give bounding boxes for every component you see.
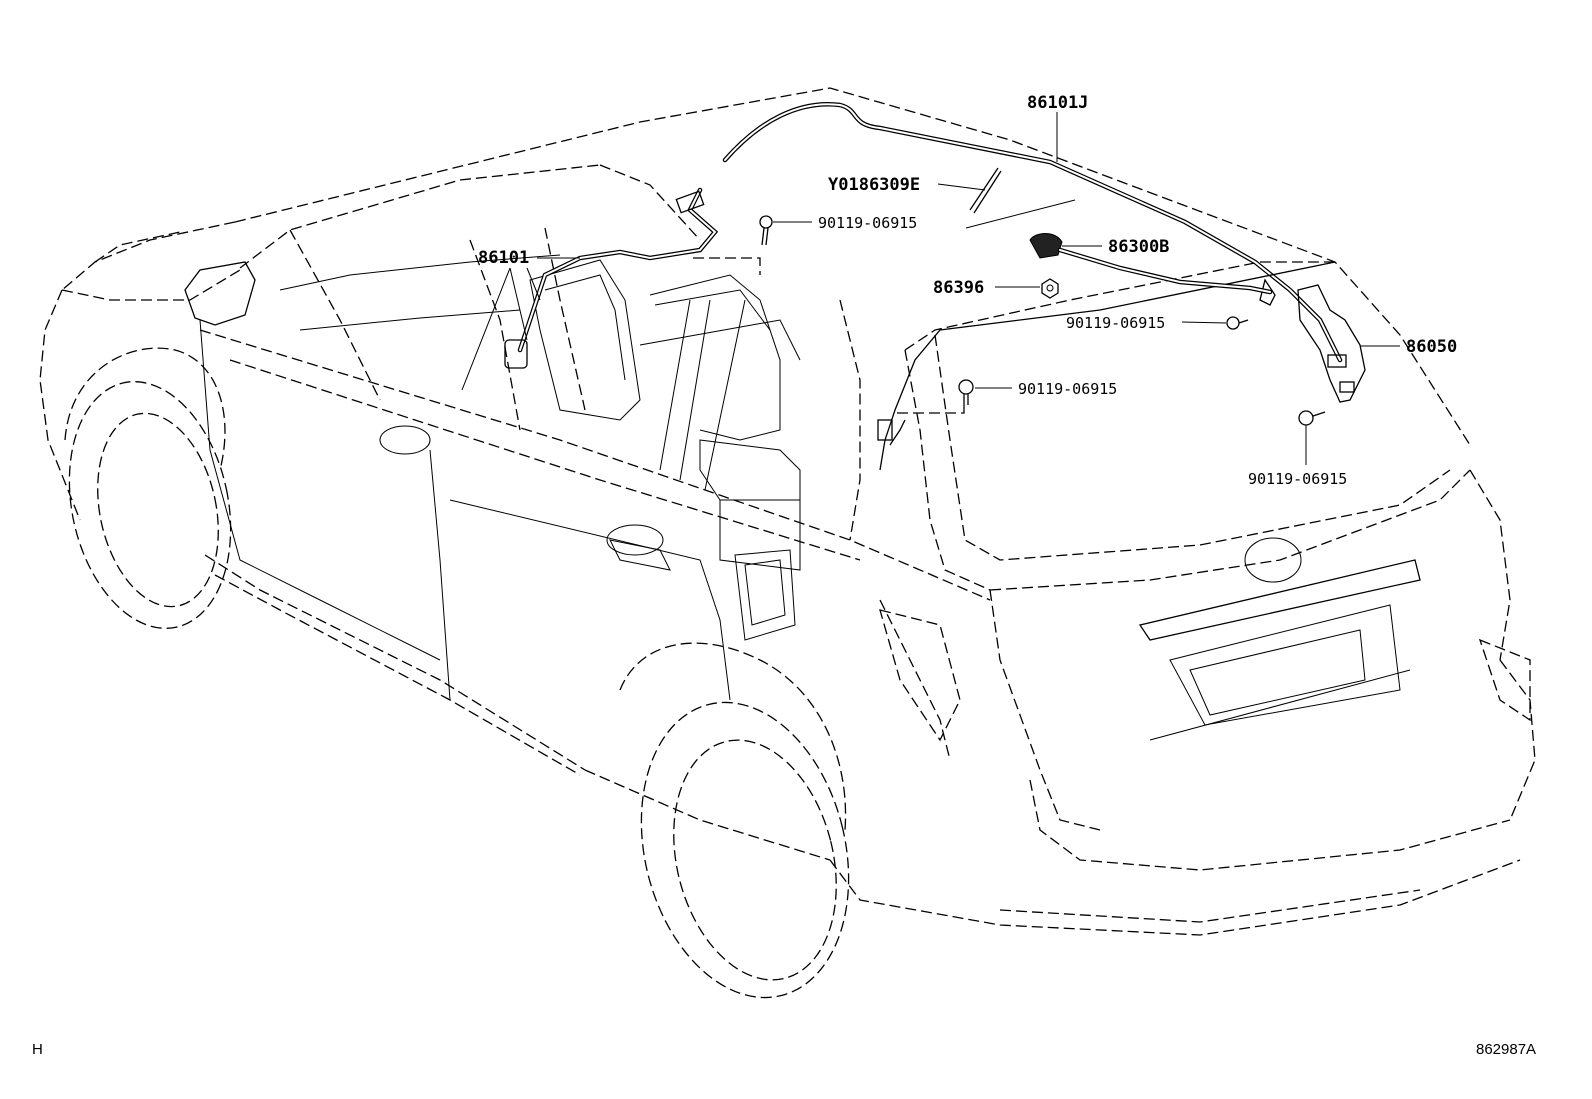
bolt-90119-06915-d (1298, 410, 1326, 426)
bolt-90119-06915-c (958, 379, 974, 405)
label-90119-06915-d: 90119-06915 (1248, 470, 1347, 488)
antenna-amplifier-86050 (1259, 278, 1366, 403)
antenna-nut-86396 (1041, 278, 1059, 299)
antenna-pole-Y0186309E (965, 167, 1076, 229)
label-90119-06915-a: 90119-06915 (818, 214, 917, 232)
part-labels: 86101J Y0186309E 90119-06915 86101 86300… (478, 93, 1457, 488)
label-86101J: 86101J (1027, 93, 1088, 113)
label-Y0186309E: Y0186309E (828, 175, 920, 195)
car-interior-outline (184, 254, 801, 701)
label-86396: 86396 (933, 278, 984, 298)
label-86101: 86101 (478, 248, 529, 268)
antenna-base-86300B (1029, 233, 1273, 295)
corner-code-left: H (32, 1041, 43, 1058)
leader-lines (461, 112, 1400, 465)
antenna-cable-86101J (504, 102, 1343, 471)
label-90119-06915-c: 90119-06915 (1018, 380, 1117, 398)
bolt-90119-06915-a (759, 215, 773, 246)
bolt-90119-06915-b (1226, 316, 1249, 330)
car-body-outline (39, 87, 1536, 999)
label-90119-06915-b: 90119-06915 (1066, 314, 1165, 332)
label-86050: 86050 (1406, 337, 1457, 357)
illustration-number: 862987A (1476, 1041, 1536, 1058)
label-86300B: 86300B (1108, 237, 1169, 257)
